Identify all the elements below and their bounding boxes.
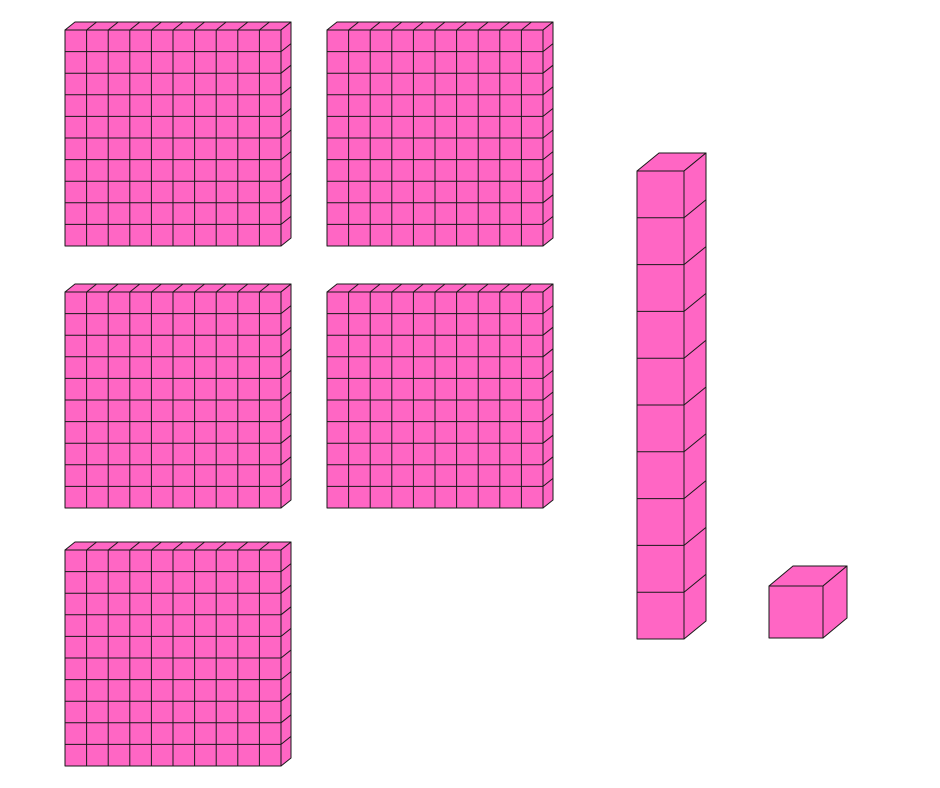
- hundred-flat-2: [326, 21, 554, 247]
- hundred-flat-3: [64, 283, 292, 509]
- ten-rod: [636, 152, 707, 640]
- unit-cube: [768, 565, 848, 639]
- hundred-flat-5: [64, 541, 292, 767]
- hundred-flat-1: [64, 21, 292, 247]
- hundred-flat-4: [326, 283, 554, 509]
